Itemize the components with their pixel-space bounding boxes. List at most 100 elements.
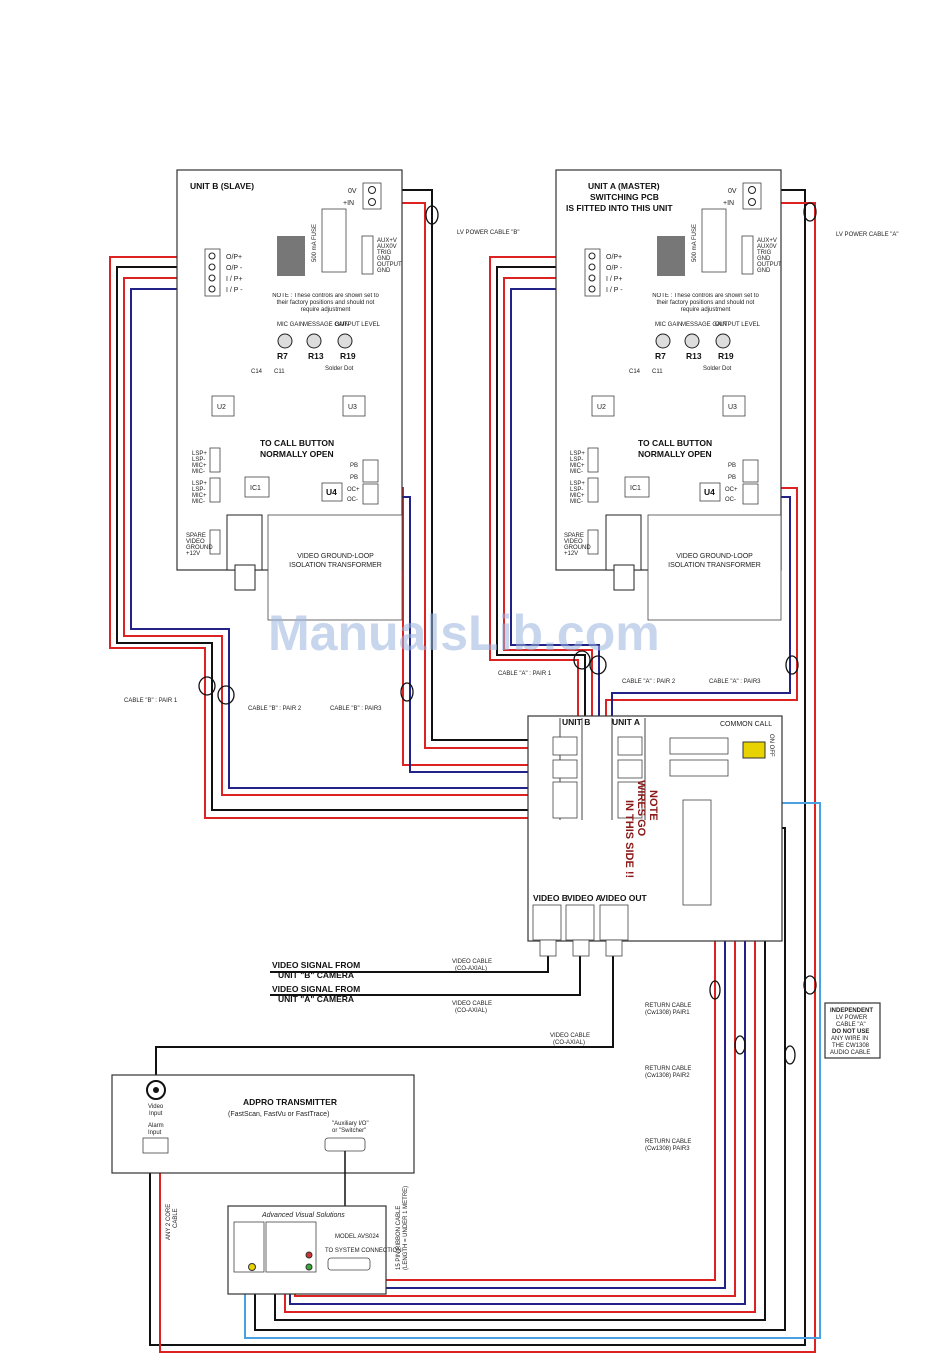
op-label: I / P+ (606, 276, 623, 283)
two-core-label: CABLE (173, 1208, 179, 1228)
adjust-note: NOTE : These controls are shown set to t… (272, 293, 379, 313)
pot-label: MIC GAIN (277, 322, 304, 328)
chip-ic1 (624, 476, 650, 498)
isolation-transformer (267, 514, 403, 621)
return-pair1-label: (Cw1308) PAIR1 (645, 1010, 690, 1016)
oc-terminal (362, 483, 379, 505)
chip-u3-label: U3 (728, 404, 737, 411)
note-line-2: IN THIS SIDE !! (623, 800, 635, 878)
chip-u3 (722, 395, 746, 417)
aux-label: GND (757, 268, 771, 274)
switch-slot-1 (669, 737, 729, 755)
unit-b-title: UNIT B (SLAVE) (190, 181, 254, 191)
lsp-label: MIC- (192, 499, 205, 505)
independent-line: AUDIO CABLE (830, 1050, 870, 1056)
pot-label: MESSAGE GAIN (681, 322, 727, 328)
cap-label: C11 (274, 369, 285, 375)
aux-label: GND (757, 256, 771, 262)
spare-label: +12V (564, 551, 578, 557)
switch-slot-2 (669, 759, 729, 777)
cable-b-pair1-label: CABLE "B" : PAIR 1 (124, 698, 178, 704)
two-core-label: ANY 2 CORE (166, 1204, 172, 1240)
bnc-video-out (599, 904, 629, 941)
chip-u4-label: U4 (704, 487, 715, 497)
aux-label: GND (377, 256, 391, 262)
op-label: O/P - (606, 265, 623, 272)
pb-label: PB (728, 475, 736, 481)
video-input-label: Input (149, 1111, 163, 1117)
lsp-label: LSP+ (192, 451, 207, 457)
chip-u2 (591, 395, 615, 417)
spare-terminal (209, 529, 221, 555)
oc-plus-label: OC+ (725, 487, 738, 493)
pot-label: OUTPUT LEVEL (335, 322, 381, 328)
coax-label: VIDEO CABLE (550, 1033, 590, 1039)
avs-db15-connector (327, 1257, 371, 1271)
oc-plus-label: OC+ (347, 487, 360, 493)
normally-open-label: NORMALLY OPEN (260, 449, 334, 459)
video-input-label: Video (148, 1104, 164, 1110)
unit-a-board: UNIT A (MASTER) SWITCHING PCB IS FITTED … (555, 169, 782, 621)
video-a-camera-label: UNIT "A" CAMERA (278, 994, 354, 1004)
pot-label: OUTPUT LEVEL (715, 322, 761, 328)
avs-model-label: MODEL AVS024 (335, 1234, 380, 1240)
power-terminal (362, 182, 382, 210)
avs-panel-1 (233, 1221, 265, 1273)
chip-ic1-label: IC1 (630, 485, 641, 492)
lsp-label: LSP- (570, 487, 583, 493)
lv-power-a-label: LV POWER CABLE "A" (836, 232, 899, 238)
video-labels: VIDEO SIGNAL FROM UNIT "B" CAMERA VIDEO … (272, 959, 590, 1046)
regulator-chip (277, 236, 305, 276)
independent-note-box (824, 1002, 881, 1059)
lsp-label: MIC+ (192, 463, 207, 469)
bnc-connector (226, 514, 263, 571)
common-call-switch[interactable] (742, 741, 766, 759)
ribbon-label: 15 PIN RIBBON CABLE (396, 1206, 402, 1270)
independent-line: DO NOT USE (832, 1029, 869, 1035)
fuse-label: 500 mA FUSE (692, 224, 698, 262)
lsp-label: MIC- (570, 499, 583, 505)
return-cable-label: RETURN CABLE (645, 1066, 691, 1072)
solder-dot-label: Solder Dot (325, 366, 354, 372)
cap-label: C14 (251, 369, 263, 375)
aux-label: AUX+V (377, 238, 397, 244)
aux-label: TRIG (757, 250, 772, 256)
chip-u4-label: U4 (326, 487, 337, 497)
lsp-label: LSP+ (192, 481, 207, 487)
unit-a-outline (555, 169, 782, 571)
resistor-label: R13 (308, 351, 324, 361)
output-level-pot (337, 333, 353, 349)
lsp-label: MIC- (192, 469, 205, 475)
adjust-note: NOTE : These controls are shown set to t… (652, 293, 759, 313)
unit-a-title: UNIT A (MASTER) (588, 181, 660, 191)
note-title: NOTE (647, 790, 659, 821)
independent-line: ANY WIRE IN (831, 1036, 868, 1042)
lsp-label: LSP+ (570, 451, 585, 457)
spare-label: VIDEO (186, 539, 205, 545)
independent-line: INDEPENDENT (830, 1008, 873, 1014)
cable-b-pair2-label: CABLE "B" : PAIR 2 (248, 706, 302, 712)
common-call-label: COMMON CALL (720, 721, 772, 728)
spare-label: SPARE (564, 533, 584, 539)
fuse-label: 500 mA FUSE (312, 224, 318, 262)
chip-u2-label: U2 (217, 404, 226, 411)
return-labels: RETURN CABLE (Cw1308) PAIR1 RETURN CABLE… (645, 980, 796, 1152)
output-level-pot (715, 333, 731, 349)
video-b-label: VIDEO B (533, 893, 568, 903)
lv-power-b-label: LV POWER CABLE "B" (457, 230, 520, 236)
unit-a-terminal-2 (617, 759, 643, 779)
bnc-plug-b (539, 939, 557, 957)
cap-label: C14 (629, 369, 641, 375)
lsp-label: MIC- (570, 469, 583, 475)
watermark: ManualsLib.com (268, 605, 660, 661)
independent-note: INDEPENDENT LV POWER CABLE "A" DO NOT US… (803, 975, 881, 1059)
cable-a-pair2-label: CABLE "A" : PAIR 2 (622, 679, 676, 685)
video-wires (155, 955, 614, 1082)
op-terminal (584, 248, 601, 297)
lsp-terminal-1 (587, 447, 599, 473)
video-a-signal-label: VIDEO SIGNAL FROM (272, 984, 360, 994)
unit-a-subtitle-2: IS FITTED INTO THIS UNIT (566, 203, 673, 213)
op-label: O/P - (226, 265, 243, 272)
aux-label: OUTPUT (377, 262, 402, 268)
transformer-label: VIDEO GROUND-LOOP ISOLATION TRANSFORMER (289, 553, 382, 569)
